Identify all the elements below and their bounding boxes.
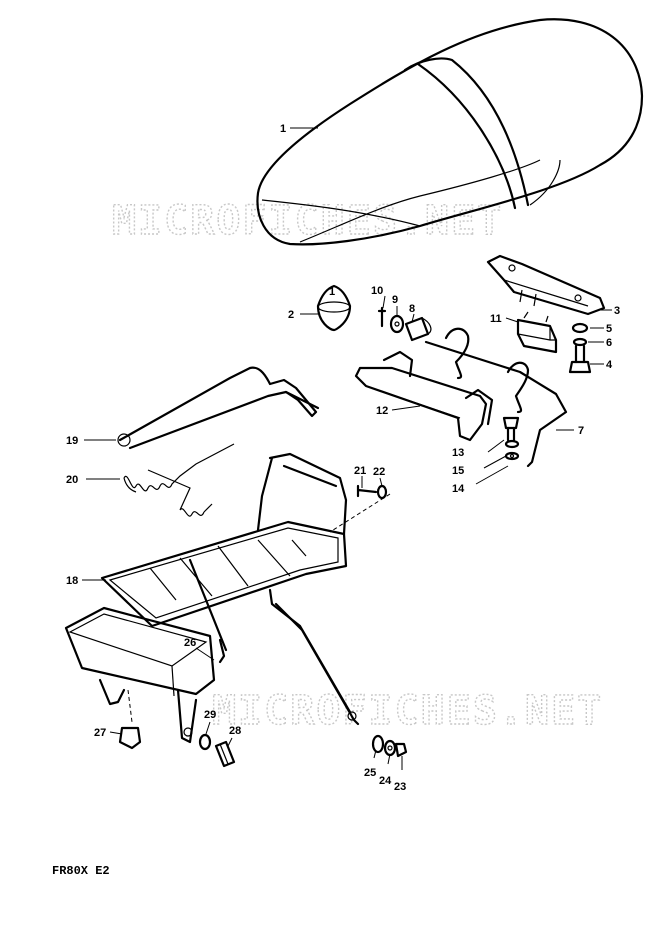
callout-23: 23: [394, 781, 406, 793]
luggage-rack: [100, 452, 360, 726]
callout-14: 14: [452, 483, 465, 495]
rubber-cushion: [316, 284, 352, 332]
callout-24: 24: [379, 775, 392, 787]
callout-13: 13: [452, 447, 464, 459]
callout-22: 22: [373, 466, 385, 478]
callout-4: 4: [606, 359, 613, 371]
callout-10: 10: [371, 285, 383, 297]
callout-27: 27: [94, 727, 106, 739]
callout-5: 5: [606, 323, 612, 335]
callout-25: 25: [364, 767, 376, 779]
callout-6: 6: [606, 337, 612, 349]
callout-11: 11: [490, 313, 502, 325]
pivot-bolt-stack: [502, 416, 520, 461]
callout-8: 8: [409, 303, 415, 315]
callout-29: 29: [204, 709, 216, 721]
callout-1: 1: [280, 123, 286, 135]
seat: [256, 18, 644, 246]
callout-3: 3: [614, 305, 620, 317]
leader-lines: [82, 127, 612, 770]
clip-washer-bushing: [377, 306, 432, 342]
callout-21: 21: [354, 465, 366, 477]
seat-hinge-plate: [354, 350, 494, 442]
callout-20: 20: [66, 474, 78, 486]
assembly-line-grommet: [127, 689, 133, 723]
callout-12: 12: [376, 405, 388, 417]
tool-box: [64, 606, 226, 744]
rubber-block: [516, 311, 558, 354]
callout-2: 2: [288, 309, 294, 321]
seat-support-rod: [117, 366, 320, 450]
callout-1-cap: 1: [329, 286, 335, 298]
callout-19: 19: [66, 435, 78, 447]
callout-18: 18: [66, 575, 78, 587]
tension-spring: [123, 443, 235, 517]
callout-28: 28: [229, 725, 241, 737]
callout-15: 15: [452, 465, 464, 477]
hinge-rod: [424, 327, 568, 468]
watermark-bottom: MICROFICHES.NET: [212, 688, 603, 734]
model-code: FR80X E2: [52, 864, 110, 878]
callout-7: 7: [578, 425, 584, 437]
assembly-line-rack: [329, 493, 391, 533]
seat-bracket: [486, 254, 606, 316]
callout-26: 26: [184, 637, 196, 649]
washer-nut-stack: [371, 734, 408, 758]
callout-9: 9: [392, 294, 398, 306]
washer-bolt-stack: [568, 322, 592, 374]
grommet-washer-bolt: [118, 726, 236, 768]
